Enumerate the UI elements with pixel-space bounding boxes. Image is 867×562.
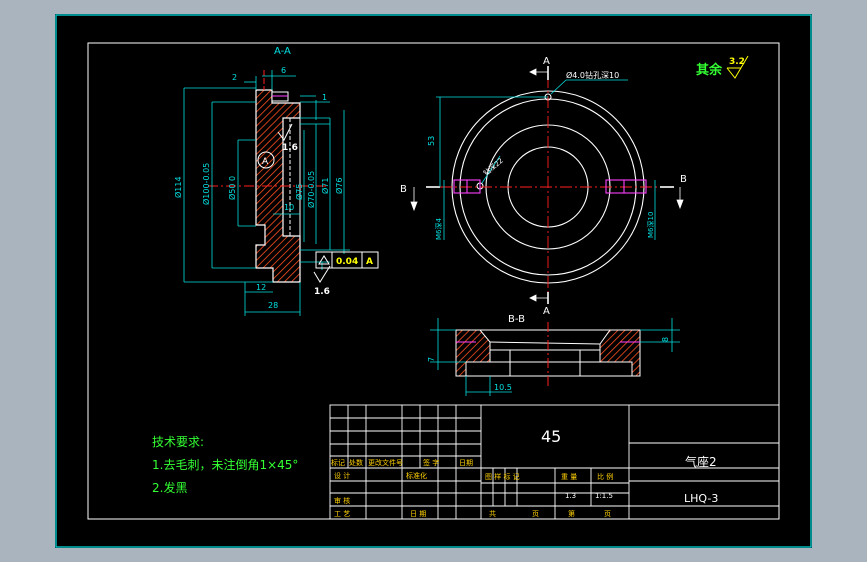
dia-100: Ø100-0.05 [201, 163, 211, 205]
h-pages: 页 [532, 510, 539, 518]
roughness-rest-value: 3.2 [729, 57, 745, 67]
dim-28: 28 [268, 301, 278, 310]
dia-71: Ø71 [320, 178, 330, 194]
section-aa-dim-text: 2 6 1 Ø114 Ø100-0.05 Ø50 0 Ø75 Ø70-0.05 … [173, 66, 344, 310]
tolerance-datum: A [366, 257, 373, 267]
thread-hole-right [605, 179, 647, 194]
h-change: 更改文件号 [368, 458, 403, 467]
h-total: 共 [489, 509, 496, 518]
h-stage: 图 样 标 记 [485, 472, 520, 481]
h-process: 工 艺 [334, 510, 350, 518]
cut-a-bottom: A [543, 306, 550, 317]
top-view [440, 76, 662, 294]
weight: 1.3 [565, 492, 576, 500]
h-sign: 签 字 [423, 458, 439, 467]
h-date: 日期 [459, 459, 473, 467]
title-block [329, 404, 780, 520]
sheet-background [55, 14, 812, 548]
thread-left: M6深4 [434, 218, 443, 240]
outer-frame [55, 14, 812, 548]
tolerance-value: 0.04 [336, 257, 358, 267]
dim-53: 53 [427, 136, 436, 146]
section-aa-dimensions [183, 70, 350, 316]
roughness-symbol-2 [313, 265, 331, 283]
section-aa-hatch [255, 89, 301, 283]
note-hole: Ø4.0钻孔深10 [566, 70, 619, 80]
scale: 1:1.5 [595, 492, 613, 500]
material: 45 [541, 427, 561, 446]
dia-114: Ø114 [173, 176, 183, 198]
cut-a-top: A [543, 56, 550, 67]
title-block-text: 45 气座2 LHQ-3 标记 处数 更改文件号 签 字 日期 设 计 标准化 … [331, 427, 718, 518]
datum-a-circle [257, 151, 275, 169]
dia-75: Ø75 [294, 184, 304, 200]
h-pages2: 页 [604, 510, 611, 518]
drawing-no: LHQ-3 [684, 492, 718, 505]
h-count: 处数 [349, 458, 363, 467]
dim-7: 7 [427, 357, 436, 362]
h-review: 审 核 [334, 496, 350, 505]
thread-right: M6深10 [646, 212, 655, 238]
dim-10: 10 [284, 203, 294, 212]
cut-b-left: B [400, 184, 407, 195]
dim-2: 2 [232, 73, 237, 82]
cut-b-right: B [680, 174, 687, 185]
h-sheet: 第 [568, 509, 575, 518]
dim-12: 12 [256, 283, 266, 292]
h-scale: 比 例 [597, 472, 613, 481]
section-bb: B-B [455, 314, 641, 386]
roughness-symbol-1 [277, 123, 293, 141]
dim-1: 1 [322, 93, 327, 102]
section-bb-dimensions [430, 318, 680, 396]
dia-70: Ø70-0.05 [306, 171, 316, 208]
dim-6: 6 [281, 66, 286, 75]
section-bb-label: B-B [508, 314, 525, 325]
dia-50: Ø50 0 [227, 176, 237, 200]
tech-item-1: 1.去毛刺，未注倒角1×45° [152, 457, 298, 472]
h-date2: 日 期 [410, 510, 426, 518]
dim-8: 8 [661, 337, 670, 342]
section-aa-label: A-A [274, 46, 291, 57]
h-std: 标准化 [406, 471, 427, 480]
h-weight: 重 量 [561, 473, 577, 481]
tech-item-2: 2.发黑 [152, 480, 187, 495]
part-name: 气座2 [685, 454, 717, 469]
roughness-1-text: 1.6 [282, 143, 298, 153]
dim-10-5: 10.5 [494, 383, 512, 392]
tolerance-frame: 0.04 A [315, 251, 379, 269]
tech-heading: 技术要求: [152, 435, 204, 449]
h-design: 设 计 [334, 471, 350, 480]
top-view-annotations [410, 66, 684, 304]
roughness-rest-symbol [726, 55, 749, 79]
section-aa: A-A [208, 46, 326, 283]
roughness-rest-label: 其余 [696, 62, 723, 78]
datum-a-text: A [262, 157, 269, 167]
dia-76: Ø76 [334, 178, 344, 194]
h-mark: 标记 [331, 458, 345, 467]
roughness-2-text: 1.6 [314, 287, 330, 297]
